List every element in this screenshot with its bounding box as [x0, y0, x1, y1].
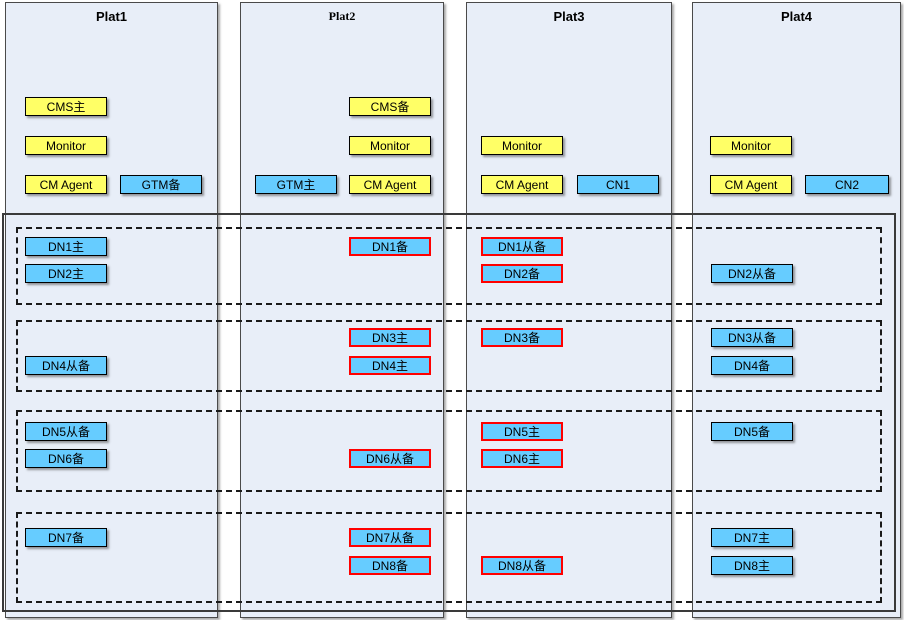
gtm-standby-box: GTM备 — [120, 175, 202, 194]
cm-agent-box: CM Agent — [25, 175, 107, 194]
dn-box: DN3从备 — [711, 328, 793, 347]
dn-box: DN5从备 — [25, 422, 107, 441]
cm-agent-box: CM Agent — [481, 175, 563, 194]
platform-plat4: Plat4 — [692, 2, 901, 618]
dn-box-highlighted: DN3主 — [349, 328, 431, 347]
dn-group-band-3 — [16, 410, 882, 492]
platform-title: Plat2 — [328, 9, 356, 23]
gtm-primary-box: GTM主 — [255, 175, 337, 194]
dn-box: DN7备 — [25, 528, 107, 547]
monitor-box: Monitor — [25, 136, 107, 155]
platform-plat3: Plat3 — [466, 2, 672, 618]
dn-box-highlighted: DN1备 — [349, 237, 431, 256]
dn-group-band-1 — [16, 227, 882, 305]
monitor-box: Monitor — [481, 136, 563, 155]
dn-box: DN2从备 — [711, 264, 793, 283]
cms-primary-box: CMS主 — [25, 97, 107, 116]
dn-box-highlighted: DN6从备 — [349, 449, 431, 468]
dn-box-highlighted: DN5主 — [481, 422, 563, 441]
monitor-box: Monitor — [349, 136, 431, 155]
dn-box-highlighted: DN7从备 — [349, 528, 431, 547]
cn2-box: CN2 — [805, 175, 889, 194]
platform-title: Plat4 — [780, 9, 813, 24]
platform-title: Plat1 — [95, 9, 128, 24]
dn-group-band-4 — [16, 512, 882, 603]
dn-box-highlighted: DN8备 — [349, 556, 431, 575]
cms-standby-box: CMS备 — [349, 97, 431, 116]
platform-title: Plat3 — [553, 9, 585, 24]
cn1-box: CN1 — [577, 175, 659, 194]
cm-agent-box: CM Agent — [349, 175, 431, 194]
dn-box: DN4备 — [711, 356, 793, 375]
dn-box-highlighted: DN6主 — [481, 449, 563, 468]
dn-cluster-container — [2, 213, 896, 612]
dn-box-highlighted: DN8从备 — [481, 556, 563, 575]
dn-box: DN4从备 — [25, 356, 107, 375]
dn-group-band-2 — [16, 320, 882, 392]
dn-box-highlighted: DN1从备 — [481, 237, 563, 256]
dn-box: DN2主 — [25, 264, 107, 283]
monitor-box: Monitor — [710, 136, 792, 155]
dn-box-highlighted: DN4主 — [349, 356, 431, 375]
dn-box: DN6备 — [25, 449, 107, 468]
dn-box-highlighted: DN2备 — [481, 264, 563, 283]
dn-box: DN5备 — [711, 422, 793, 441]
dn-box-highlighted: DN3备 — [481, 328, 563, 347]
cm-agent-box: CM Agent — [710, 175, 792, 194]
dn-box: DN7主 — [711, 528, 793, 547]
dn-box: DN8主 — [711, 556, 793, 575]
dn-box: DN1主 — [25, 237, 107, 256]
